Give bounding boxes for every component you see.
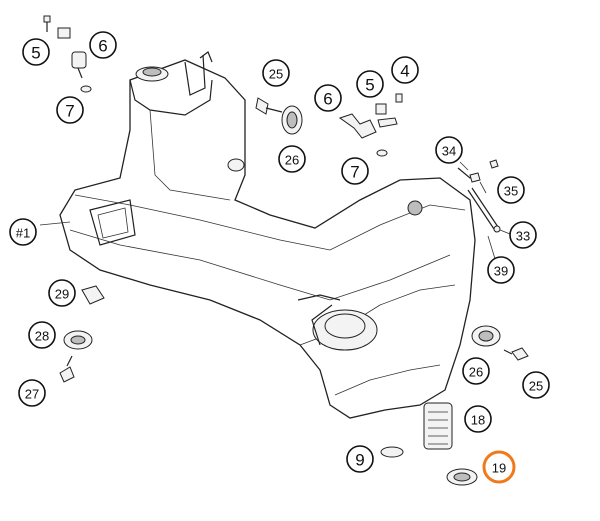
callout-label: 33 bbox=[516, 229, 530, 244]
callout-label: 9 bbox=[355, 451, 364, 470]
callout-label: 18 bbox=[471, 413, 485, 428]
callout-28: 28 bbox=[28, 321, 56, 349]
callout-label: 5 bbox=[365, 76, 374, 95]
callout-label: 25 bbox=[269, 67, 283, 82]
elbow-fitting-group bbox=[338, 93, 403, 157]
filter-group bbox=[380, 402, 478, 486]
valve-group-lower-right bbox=[471, 325, 529, 361]
callout-label: 6 bbox=[98, 37, 107, 56]
callout-label: 25 bbox=[529, 379, 543, 394]
callout-27: 27 bbox=[18, 379, 46, 407]
callout-35: 35 bbox=[497, 176, 525, 204]
callout-18: 18 bbox=[464, 405, 492, 433]
callout-label: 29 bbox=[55, 287, 69, 302]
callout-26a: 26 bbox=[278, 145, 306, 173]
callout-label: 26 bbox=[285, 153, 299, 168]
callout-5b: 5 bbox=[356, 70, 384, 98]
leader-lines bbox=[39, 161, 511, 263]
callout-7a: 7 bbox=[56, 96, 84, 124]
callout-label: 5 bbox=[31, 44, 40, 63]
callout-label: 6 bbox=[323, 90, 332, 109]
callout-9: 9 bbox=[346, 445, 374, 473]
callout-25a: 25 bbox=[262, 59, 290, 87]
mount-group-left-lower bbox=[59, 285, 105, 383]
callout-19-highlighted[interactable]: 19 bbox=[482, 450, 516, 484]
callout-label: 26 bbox=[469, 365, 483, 380]
fitting-group-top-left bbox=[43, 15, 92, 93]
callout-25b: 25 bbox=[522, 371, 550, 399]
callout-26b: 26 bbox=[462, 357, 490, 385]
callout-1: #1 bbox=[9, 218, 37, 246]
callout-label: 4 bbox=[400, 62, 409, 81]
callout-4: 4 bbox=[391, 56, 419, 84]
fuel-tank bbox=[59, 51, 476, 419]
callout-33: 33 bbox=[509, 221, 537, 249]
callout-39: 39 bbox=[487, 256, 515, 284]
callout-5a: 5 bbox=[22, 38, 50, 66]
callout-label: 7 bbox=[350, 163, 359, 182]
valve-group-upper bbox=[255, 97, 303, 135]
callout-label: 34 bbox=[442, 144, 456, 159]
callout-label: #1 bbox=[16, 226, 30, 241]
callout-34: 34 bbox=[435, 136, 463, 164]
callout-6b: 6 bbox=[314, 84, 342, 112]
callout-label: 7 bbox=[65, 102, 74, 121]
callout-6a: 6 bbox=[89, 31, 117, 59]
callout-label: 27 bbox=[25, 387, 39, 402]
callout-29: 29 bbox=[48, 279, 76, 307]
callout-label: 35 bbox=[504, 184, 518, 199]
callout-7b: 7 bbox=[341, 157, 369, 185]
callout-label: 19 bbox=[492, 461, 506, 476]
bracket-group-right bbox=[457, 159, 501, 233]
callout-label: 28 bbox=[35, 329, 49, 344]
callout-label: 39 bbox=[494, 264, 508, 279]
